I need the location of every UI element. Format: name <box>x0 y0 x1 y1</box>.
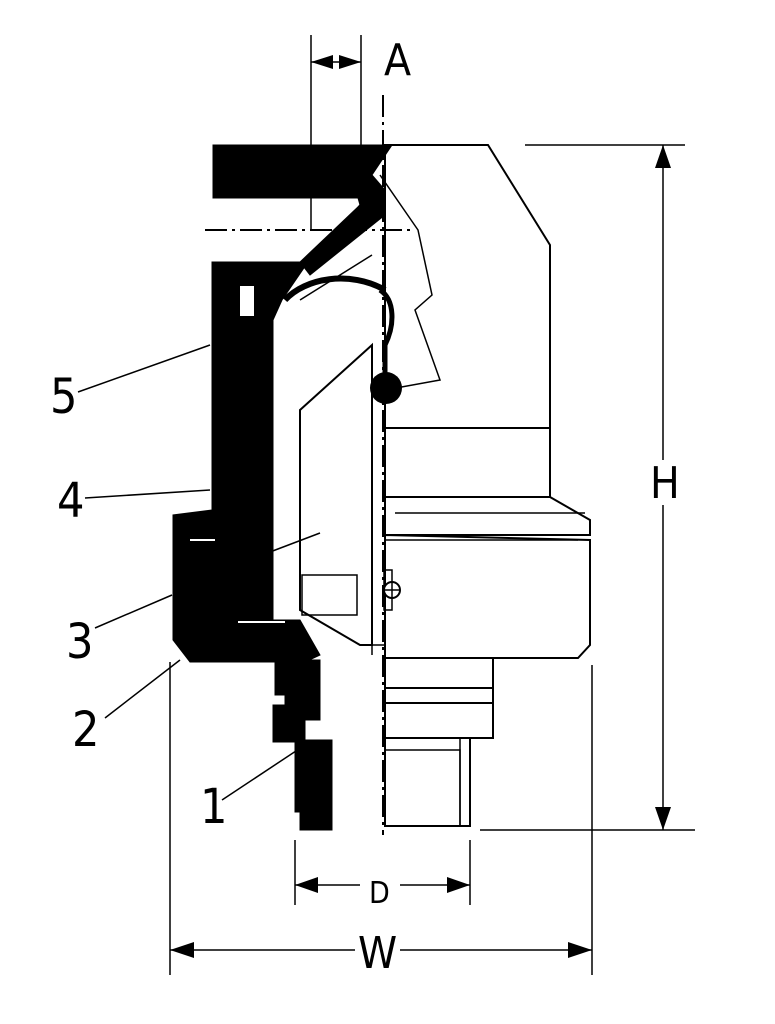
dimension-label-a: A <box>384 35 411 86</box>
dimension-label-d: D <box>369 876 390 911</box>
callout-2: 2 <box>72 702 99 758</box>
center-lines <box>205 95 415 835</box>
dimension-a: A <box>310 35 411 230</box>
callout-1: 1 <box>200 779 227 835</box>
dimension-w: W <box>169 662 593 979</box>
dimension-label-h: H <box>650 458 680 509</box>
callout-4: 4 <box>57 473 84 529</box>
callout-leaders <box>77 344 321 801</box>
dimension-h: H <box>480 144 695 831</box>
callout-numbers: 5 4 3 2 1 <box>50 369 227 835</box>
sectioned-parts <box>172 144 393 831</box>
callout-3: 3 <box>66 614 93 670</box>
dimension-d: D <box>294 840 471 911</box>
body-outline <box>384 144 591 827</box>
dimension-label-w: W <box>358 928 397 979</box>
callout-5: 5 <box>50 369 77 425</box>
